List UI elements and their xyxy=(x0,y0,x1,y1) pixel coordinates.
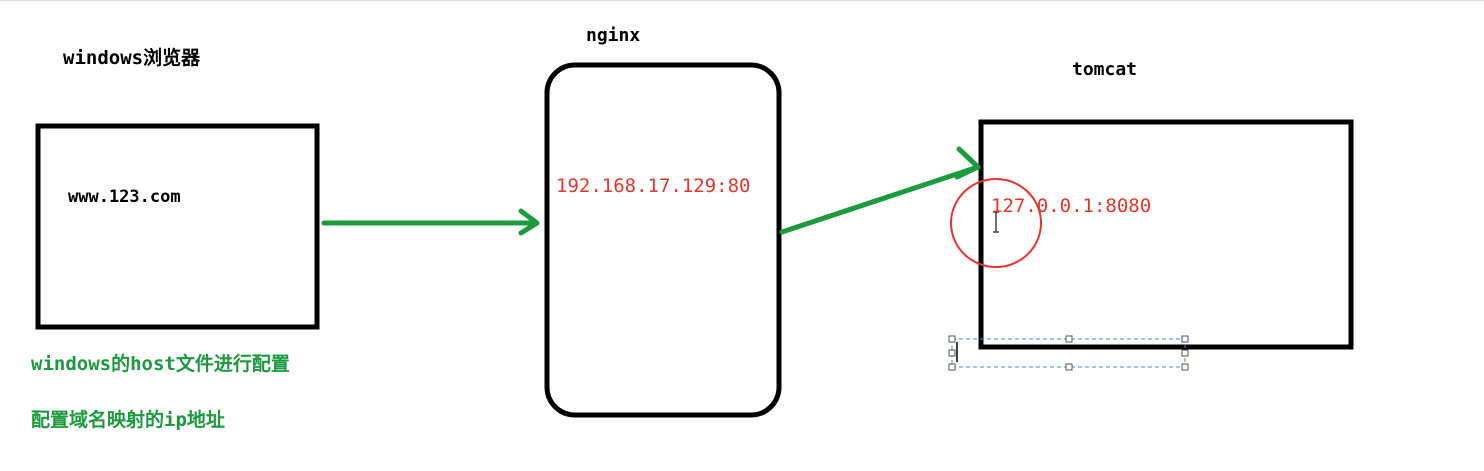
selection-handles[interactable] xyxy=(948,335,1189,371)
selection-box[interactable] xyxy=(948,335,1189,371)
nginx-title: nginx xyxy=(586,25,641,46)
i-beam-cursor-icon xyxy=(993,211,999,233)
arrow-nginx-to-tomcat[interactable] xyxy=(779,146,981,235)
nginx-box[interactable] xyxy=(544,62,782,418)
tomcat-address-label: 127.0.0.1:8080 xyxy=(991,195,1152,217)
tomcat-title: tomcat xyxy=(1072,59,1138,80)
hosts-config-note: windows的host文件进行配置 xyxy=(31,353,290,375)
browser-domain-label: www.123.com xyxy=(68,187,181,207)
tomcat-box[interactable] xyxy=(978,119,1354,350)
nginx-address-label: 192.168.17.129:80 xyxy=(556,175,751,197)
arrow-browser-to-nginx[interactable] xyxy=(321,208,540,236)
browser-title: windows浏览器 xyxy=(63,47,201,69)
domain-mapping-note: 配置域名映射的ip地址 xyxy=(31,409,225,431)
browser-box[interactable] xyxy=(35,123,320,330)
highlight-circle xyxy=(950,178,1042,268)
top-border-line xyxy=(0,0,1484,1)
